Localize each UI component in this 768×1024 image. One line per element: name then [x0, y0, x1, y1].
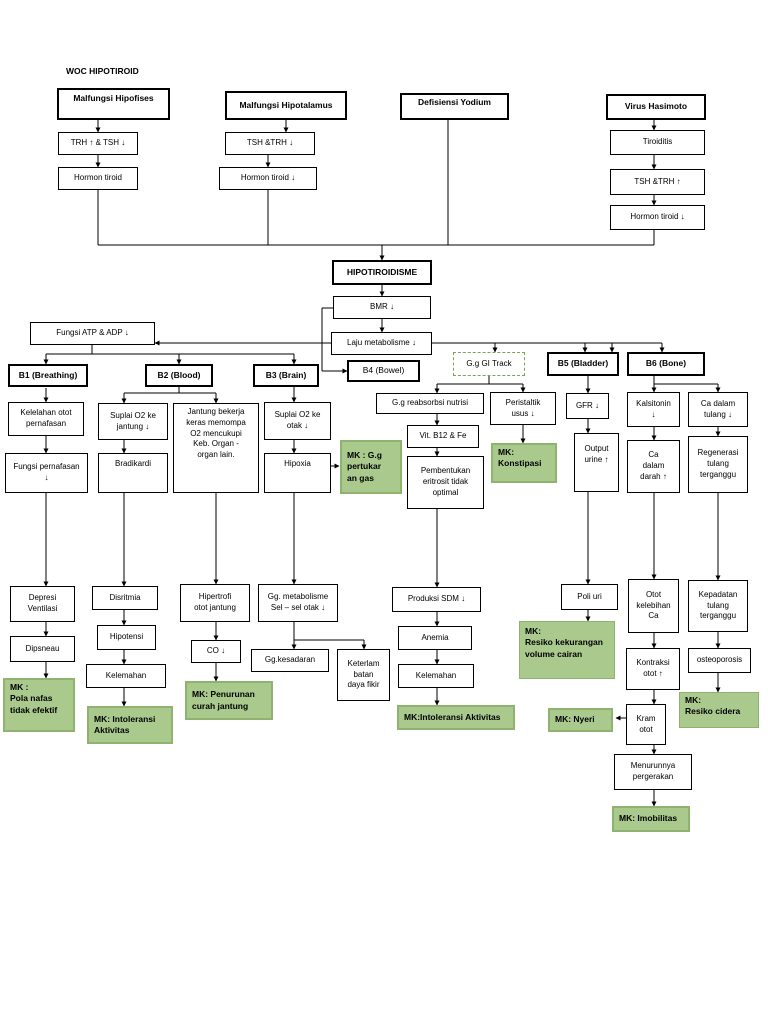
box-tsh-trh-up: TSH &TRH ↑ [610, 169, 705, 195]
cause-malfungsi-hipofises: Malfungsi Hipofises [57, 88, 170, 120]
box-hipotiroidisme: HIPOTIROIDISME [332, 260, 432, 285]
diagram-title: WOC HIPOTIROID [66, 66, 139, 76]
cause-defisiensi-yodium: Defisiensi Yodium [400, 93, 509, 120]
box-tsh-trh-down: TSH &TRH ↓ [225, 132, 315, 155]
box-b5-bladder: B5 (Bladder) [547, 352, 619, 376]
box-dipsneau: Dipsneau [10, 636, 75, 662]
box-gg-kesadaran: Gg.kesadaran [251, 649, 329, 672]
box-produksi-sdm: Produksi SDM ↓ [392, 587, 481, 612]
box-gg-reabsorbsi: G.g reabsorbsi nutrisi [376, 393, 484, 414]
box-bradikardi: Bradikardi [98, 453, 168, 493]
box-b3-brain: B3 (Brain) [253, 364, 319, 387]
box-b4-bowel: B4 (Bowel) [347, 360, 420, 382]
box-hipotensi: Hipotensi [97, 625, 156, 650]
mk-nyeri: MK: Nyeri [548, 708, 613, 732]
mk-konstipasi: MK:Konstipasi [491, 443, 557, 483]
mk-resiko-cidera: MK:Resiko cidera [679, 692, 759, 728]
box-disritmia: Disritmia [92, 586, 158, 610]
box-fungsi-pernafasan: Fungsi pernafasan↓ [5, 453, 88, 493]
cause-virus-hasimoto: Virus Hasimoto [606, 94, 706, 120]
box-gfr: GFR ↓ [566, 393, 609, 419]
box-b1-breathing: B1 (Breathing) [8, 364, 88, 387]
box-b6-bone: B6 (Bone) [627, 352, 705, 376]
mk-imobilitas: MK: Imobilitas [612, 806, 690, 832]
box-kelemahan-2: Kelemahan [398, 664, 474, 688]
box-poli-uri: Poli uri [561, 584, 618, 610]
box-b2-blood: B2 (Blood) [145, 364, 213, 387]
box-anemia: Anemia [398, 626, 472, 650]
box-trh-tsh: TRH ↑ & TSH ↓ [58, 132, 138, 155]
box-hormon-tiroid-3: Hormon tiroid ↓ [610, 205, 705, 230]
mk-intoleransi-aktivitas-2: MK:Intoleransi Aktivitas [397, 705, 515, 730]
box-tiroiditis: Tiroiditis [610, 130, 705, 155]
box-hormon-tiroid-2: Hormon tiroid ↓ [219, 167, 317, 190]
box-osteoporosis: osteoporosis [688, 648, 751, 673]
box-co: CO ↓ [191, 640, 241, 663]
box-laju-metabolisme: Laju metabolisme ↓ [331, 332, 432, 355]
box-kalsitonin: Kalsitonin↓ [627, 392, 680, 427]
box-kelemahan-1: Kelemahan [86, 664, 166, 688]
box-fungsi-atp: Fungsi ATP & ADP ↓ [30, 322, 155, 345]
box-hipoxia: Hipoxia [264, 453, 331, 493]
box-hormon-tiroid-1: Hormon tiroid [58, 167, 138, 190]
box-gg-gi-track: G.g GI Track [453, 352, 525, 376]
box-vit-b12: Vit. B12 & Fe [407, 425, 479, 448]
box-bmr: BMR ↓ [333, 296, 431, 319]
cause-malfungsi-hipotalamus: Malfungsi Hipotalamus [225, 91, 347, 120]
